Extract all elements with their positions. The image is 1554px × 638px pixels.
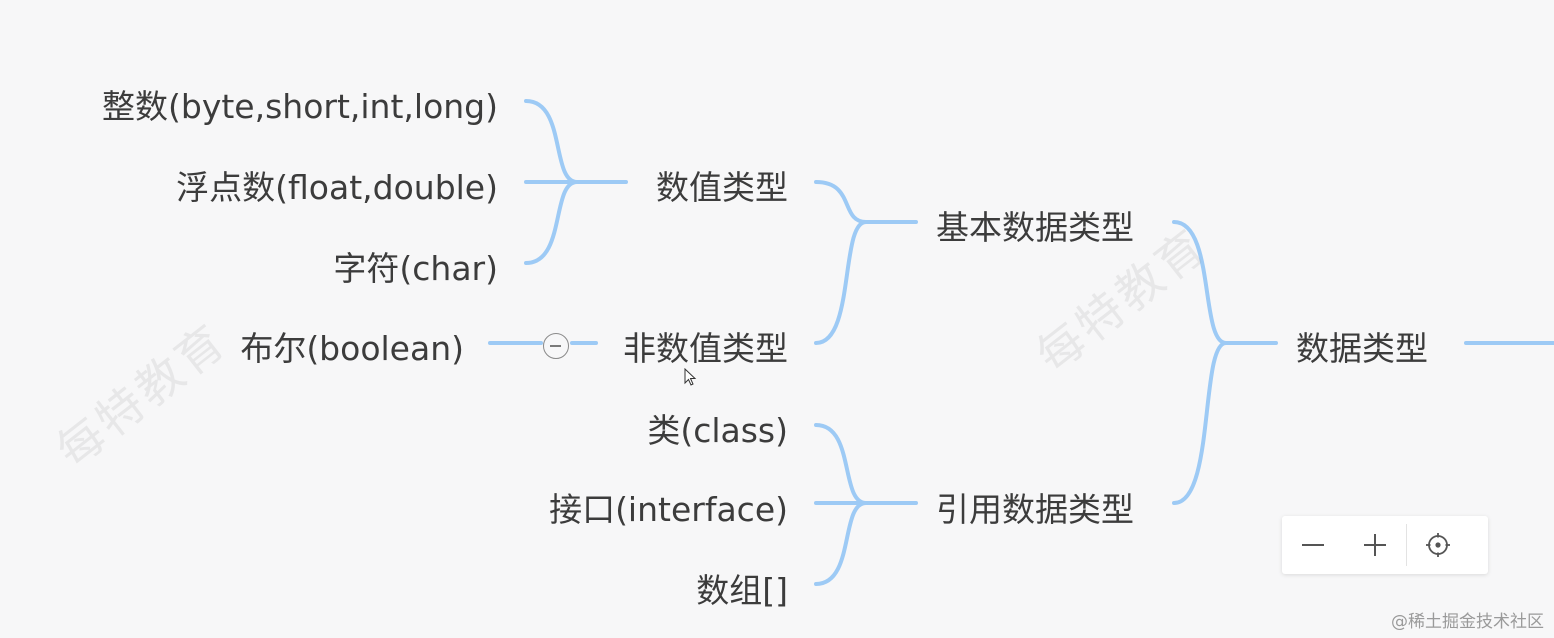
node-float[interactable]: 浮点数(float,double) — [176, 168, 498, 207]
node-non-numeric[interactable]: 非数值类型 — [623, 329, 788, 368]
edge-reference-to-array — [814, 501, 868, 586]
node-char[interactable]: 字符(char) — [333, 249, 498, 288]
minus-icon — [1302, 544, 1324, 546]
zoom-in-button[interactable] — [1344, 516, 1406, 574]
edge-basic-to-numeric — [814, 180, 918, 224]
node-array[interactable]: 数组[] — [696, 571, 788, 610]
mouse-cursor-icon — [684, 368, 697, 386]
zoom-out-button[interactable] — [1282, 516, 1344, 574]
edge-basic-to-nonnumeric — [814, 220, 868, 345]
node-boolean[interactable]: 布尔(boolean) — [240, 329, 464, 368]
edge-root-to-reference — [1172, 341, 1228, 505]
node-root[interactable]: 数据类型 — [1296, 329, 1428, 368]
node-reference[interactable]: 引用数据类型 — [936, 490, 1134, 529]
node-class[interactable]: 类(class) — [647, 411, 788, 450]
toolbar-divider — [1406, 524, 1407, 566]
node-integer[interactable]: 整数(byte,short,int,long) — [102, 87, 498, 126]
edge-reference-to-class — [814, 423, 918, 505]
collapse-toggle-icon[interactable] — [543, 333, 569, 359]
zoom-toolbar — [1282, 516, 1488, 574]
node-numeric[interactable]: 数值类型 — [656, 168, 788, 207]
edge-numeric-to-char — [524, 180, 579, 265]
locate-icon — [1426, 533, 1450, 557]
credit-watermark: @稀土掘金技术社区 — [1391, 612, 1544, 632]
edge-root-to-basic — [1172, 220, 1278, 345]
node-interface[interactable]: 接口(interface) — [549, 490, 788, 529]
edge-numeric-to-integer — [524, 99, 628, 184]
node-basic[interactable]: 基本数据类型 — [936, 208, 1134, 247]
plus-icon — [1364, 534, 1386, 556]
locate-center-button[interactable] — [1407, 516, 1469, 574]
